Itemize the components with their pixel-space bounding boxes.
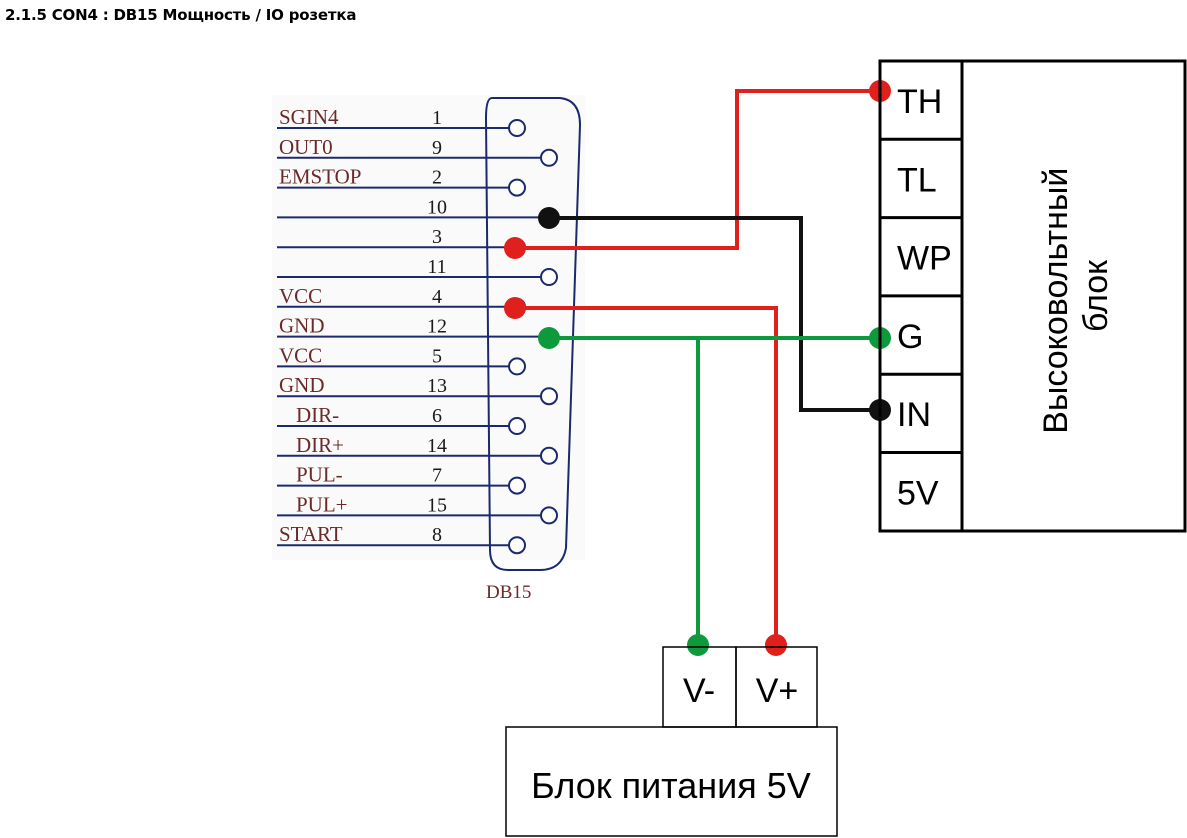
wire-red-pin3-to-th [515,89,880,250]
psu-terminal-vplus: V+ [756,672,799,710]
pin-number-11: 11 [427,256,446,278]
pin-label-2: EMSTOP [279,165,361,189]
pin-number-14: 14 [427,435,447,457]
pin-label-6: DIR- [296,403,339,427]
hv-block-name: Высоковольтный блок [1037,158,1115,434]
dot-pin12-green [538,327,560,349]
hv-terminals: TH TL WP G IN 5V [880,83,962,513]
pin-ring-15 [540,506,558,525]
pin-label-9: OUT0 [279,135,333,159]
pin-number-4: 4 [432,286,442,308]
pin-number-8: 8 [432,524,442,546]
pin-ring-5 [508,357,526,376]
pin-number-13: 13 [427,375,447,397]
pin-number-12: 12 [427,316,447,338]
pin-label-15: PUL+ [296,492,348,516]
psu: V- V+ Блок питания 5V [505,646,838,837]
db15-shell [484,97,582,571]
hv-terminal-wp: WP [897,240,952,278]
hv-terminal-g: G [897,318,923,356]
pin-label-8: START [279,522,343,546]
pin-ring-13 [540,387,558,406]
dot-pin4-red [504,297,526,319]
pin-number-2: 2 [432,167,442,189]
pin-ring-9 [540,148,558,167]
dot-pin10-black [538,207,560,229]
pin-ring-6 [508,417,526,435]
connector-name: DB15 [486,582,531,603]
pin-ring-7 [508,476,526,495]
pin-number-6: 6 [432,405,442,427]
pin-number-5: 5 [432,345,442,367]
pin-label-1: SGIN4 [279,105,339,129]
hv-block: TH TL WP G IN 5V Высоковольтный блок [878,59,1187,533]
pin-label-5: VCC [279,343,322,367]
hv-terminal-5v: 5V [897,475,939,513]
pin-ring-2 [508,178,526,197]
hv-terminal-th: TH [897,83,942,121]
pin-ring-8 [508,536,526,555]
pin-label-7: PUL- [296,463,343,487]
dot-vplus-red [765,634,787,656]
dot-vminus-green [687,634,709,656]
pin-label-12: GND [279,314,325,338]
hv-block-name-line1: Высоковольтный [1037,168,1075,434]
pin-number-1: 1 [432,107,442,129]
pin-label-13: GND [279,373,325,397]
hv-terminal-tl: TL [897,161,937,199]
pin-number-7: 7 [432,465,442,487]
pin-label-14: DIR+ [296,433,344,457]
pin-label-4: VCC [279,284,322,308]
hv-block-name-line2: блок [1077,259,1115,332]
pin-number-3: 3 [432,226,442,248]
pin-number-15: 15 [427,494,447,516]
psu-terminal-vminus: V- [683,672,715,710]
psu-body [505,726,838,837]
pin-number-10: 10 [427,196,447,218]
connector-image-background [272,95,585,560]
dot-pin3-red [504,237,526,259]
pin-ring-1 [508,119,526,137]
wire-black-pin10-to-in [549,216,880,412]
hv-terminal-in: IN [897,396,931,434]
psu-name: Блок питания 5V [531,765,811,806]
pin-ring-11 [540,268,558,286]
wire-red-pin4-to-vplus [515,306,778,645]
pin-number-9: 9 [432,137,442,159]
page-title: 2.1.5 CON4 : DB15 Мощность / IO розетка [5,6,357,24]
pin-ring-14 [540,446,558,465]
